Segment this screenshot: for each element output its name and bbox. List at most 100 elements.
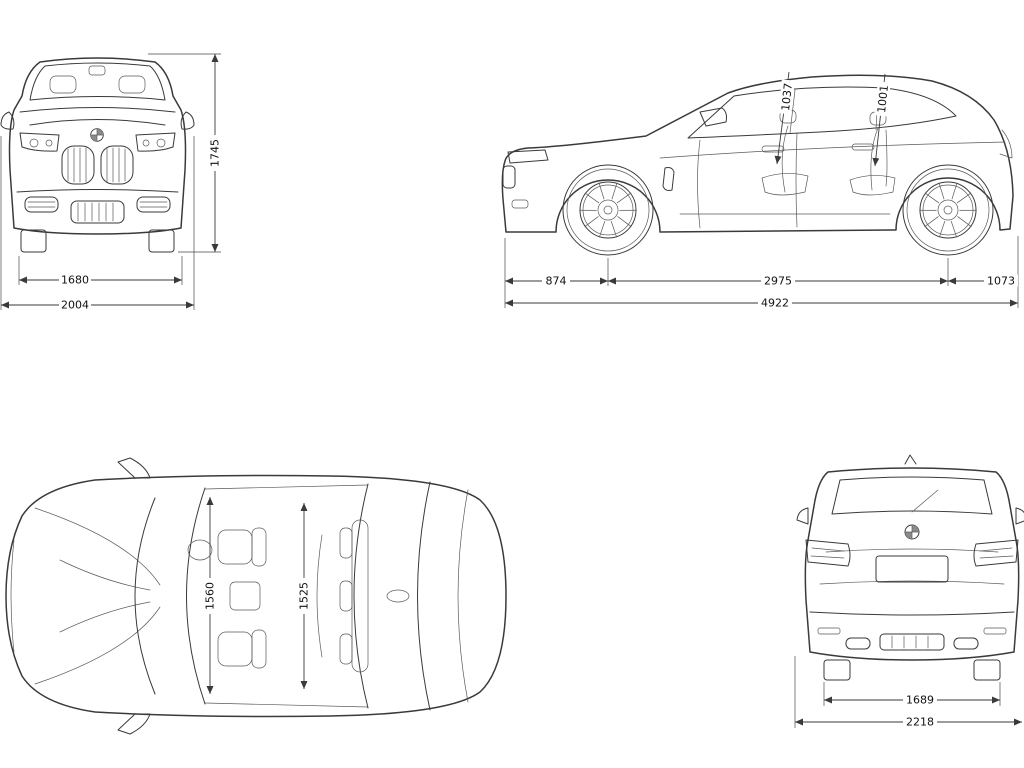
taillight-left [805, 539, 851, 567]
mirror-edge-right [1015, 507, 1024, 525]
taillight-side [999, 129, 1013, 159]
front-view: 1745 1680 2004 [0, 53, 222, 312]
rear-window-rear-edge [417, 481, 431, 711]
headrest-right [118, 75, 146, 94]
headlight-left [19, 132, 60, 152]
grille-bars [67, 147, 126, 183]
bmw-roundel-icon [904, 524, 920, 540]
center-intake [70, 200, 125, 224]
taillight-right [973, 539, 1019, 567]
beltline-crease [659, 141, 1006, 159]
roof-front-edge [186, 487, 206, 705]
dim-rear-overhang-label: 1073 [987, 275, 1015, 288]
fog-slats-right [139, 201, 168, 208]
exhaust-right [953, 637, 979, 650]
side-mirror [699, 107, 727, 127]
quarter-line [885, 129, 888, 187]
shoulder-line [19, 107, 176, 113]
headlight-ring [156, 138, 166, 148]
dim-rear-headroom-label: 1001 [875, 84, 891, 113]
diffuser-bars [891, 635, 929, 649]
grille-side [502, 165, 516, 189]
antenna-fin [386, 589, 410, 603]
bmw-roundel-icon [90, 128, 104, 142]
headlight-ring [142, 139, 150, 147]
reflector-left [817, 627, 841, 635]
dim-rear-width-label: 2218 [906, 716, 934, 729]
rear-view: 1689 2218 [794, 454, 1024, 729]
headrest-left [49, 75, 77, 94]
front-wheel-left [20, 229, 47, 253]
dim-front-track: 1680 [18, 256, 183, 287]
tailgate-creases [819, 548, 1005, 585]
dim-front-headroom: 1037 [774, 71, 795, 165]
mirror-top [117, 457, 151, 479]
dim-front-width: 2004 [0, 136, 195, 312]
door-handle-front [761, 145, 785, 153]
headlight-ring [45, 139, 53, 147]
steering-wheel [187, 539, 213, 561]
dim-rear-track-label: 1689 [906, 694, 934, 707]
headlight-right [135, 132, 176, 152]
intake-bars [77, 202, 114, 222]
dim-front-headroom-label: 1037 [779, 82, 795, 111]
dim-top-front-width: 1560 [203, 497, 217, 694]
roof-rails [204, 484, 369, 708]
dim-top-front-width-label: 1560 [204, 582, 217, 610]
dim-front-track-label: 1680 [61, 274, 89, 287]
dim-side-bottom: 874 2975 1073 4922 [504, 236, 1019, 310]
hood-character-lines [34, 507, 161, 685]
front-wheel-right [148, 229, 175, 253]
front-bumper-crease [10, 539, 15, 653]
reflector-right [983, 627, 1007, 635]
top-view: 1560 1525 [5, 457, 507, 735]
dim-rear-headroom: 1001 [872, 73, 891, 167]
roof-antenna [904, 454, 917, 465]
side-body-outline [501, 74, 1014, 233]
front-door-line [697, 139, 701, 229]
license-plate-recess [875, 555, 949, 583]
rear-cushion-edge [316, 534, 323, 658]
fog-side [511, 199, 529, 209]
dim-top-rear-width-label: 1525 [298, 582, 311, 610]
door-split-line [795, 132, 798, 228]
dim-overall-length-label: 4922 [761, 297, 789, 310]
hood-center-lines [59, 559, 151, 633]
hood-line [29, 119, 166, 126]
kidney-grille-left [61, 145, 95, 185]
dim-top-rear-width: 1525 [297, 503, 311, 689]
fog-light-right [136, 196, 171, 213]
b-pillar [789, 89, 796, 134]
top-interior [187, 519, 369, 673]
rear-wheel-right [973, 659, 1001, 681]
rear-window-front-edge [353, 483, 369, 709]
headlight-side [507, 149, 549, 164]
dim-wheelbase-label: 2975 [764, 275, 792, 288]
side-mirror-right [180, 111, 195, 130]
fender-vent [662, 167, 675, 191]
dim-rear-width: 2218 [794, 656, 1022, 729]
exhaust-left [845, 637, 871, 650]
bumper-line [809, 611, 1015, 616]
center-console [229, 581, 261, 611]
dim-front-overhang-label: 874 [546, 275, 567, 288]
front-body-outline [8, 57, 187, 235]
fog-light-left [24, 196, 59, 213]
dim-front-height: 1745 [148, 53, 222, 253]
dim-front-width-label: 2004 [61, 299, 89, 312]
rear-body-outline [804, 467, 1020, 661]
tailgate-edge [457, 489, 469, 703]
rear-window [831, 476, 993, 515]
top-body-outline [5, 474, 507, 718]
windshield-front-edge [134, 497, 156, 695]
dim-rear-track: 1689 [823, 682, 1001, 707]
rear-wiper [911, 489, 939, 513]
rear-wheel-left [823, 659, 851, 681]
mirror-bottom [117, 713, 151, 735]
interior-seats [761, 109, 896, 196]
taillight-left-bars [810, 547, 845, 559]
rearview-mirror [88, 65, 106, 76]
side-view: 1037 1001 874 2975 [501, 71, 1019, 310]
